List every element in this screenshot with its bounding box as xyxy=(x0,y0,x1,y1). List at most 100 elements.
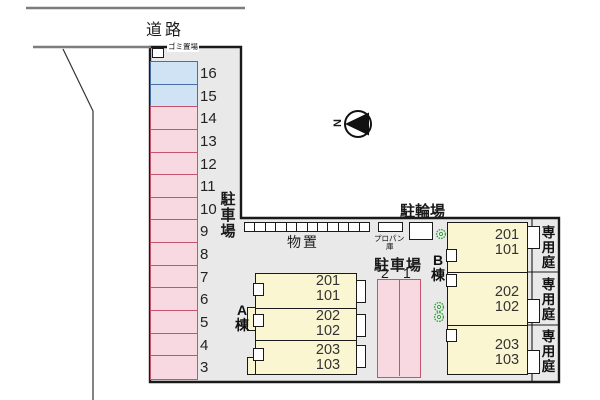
entrance-alcove xyxy=(253,283,264,296)
parking-space-number-12: 12 xyxy=(200,156,217,173)
parking-space-6 xyxy=(150,287,198,312)
porch-box xyxy=(356,345,366,368)
shrub-icon xyxy=(433,301,445,313)
room-number-upper: 201 xyxy=(494,227,520,243)
garbage-label: ゴミ置場 xyxy=(167,41,199,52)
left-parking-label: 駐車場 xyxy=(219,192,237,240)
porch-box xyxy=(527,226,540,249)
parking-space-number-4: 4 xyxy=(200,337,209,354)
parking-space-number-3: 3 xyxy=(200,359,209,376)
vertical-char: B xyxy=(432,252,444,268)
parking-space-13 xyxy=(150,129,198,154)
center-parking-label: 駐車場 xyxy=(374,257,423,274)
parking-space-number-10: 10 xyxy=(200,201,217,218)
private-garden-label: 専用庭 xyxy=(540,225,557,270)
parking-space-15 xyxy=(150,84,198,108)
vertical-char: 駐 xyxy=(220,191,236,208)
shed-cell xyxy=(358,222,371,232)
vertical-char: 用 xyxy=(541,344,556,360)
parking-space-7 xyxy=(150,265,198,289)
room-number-upper: 202 xyxy=(315,308,341,324)
center-parking-box xyxy=(377,279,421,378)
shrub-icon xyxy=(433,311,445,323)
room-number-upper: 202 xyxy=(494,284,520,300)
shrub-icon xyxy=(435,228,447,240)
vertical-char: A xyxy=(236,302,248,318)
vertical-char: 庭 xyxy=(541,359,556,375)
road-label: 道路 xyxy=(146,22,185,39)
parking-space-4 xyxy=(150,333,198,357)
parking-space-number-13: 13 xyxy=(200,133,217,150)
parking-space-number-5: 5 xyxy=(200,314,209,331)
room-number-lower: 103 xyxy=(494,352,520,368)
propane-box xyxy=(378,222,403,232)
entrance-alcove xyxy=(446,329,457,342)
bicycle-parking-label: 駐輪場 xyxy=(400,203,446,220)
vertical-char: 棟 xyxy=(235,316,249,333)
vertical-char: 棟 xyxy=(431,266,445,283)
unit-divider xyxy=(255,308,357,310)
unit-divider xyxy=(447,272,528,274)
north-label: N xyxy=(331,119,344,127)
center-parking-space-number-1: 1 xyxy=(403,265,411,281)
bicycle-parking-box xyxy=(409,222,433,240)
vertical-char: 庭 xyxy=(541,255,556,271)
parking-space-14 xyxy=(150,106,198,131)
parking-space-5 xyxy=(150,310,198,335)
shrub-icons xyxy=(433,228,447,323)
vertical-char: 用 xyxy=(541,240,556,256)
porch-box xyxy=(356,314,366,337)
parking-space-10 xyxy=(150,197,198,221)
vertical-char: 専 xyxy=(541,277,556,292)
vertical-char: 専 xyxy=(541,225,556,240)
room-number-lower: 102 xyxy=(494,299,520,315)
parking-space-number-8: 8 xyxy=(200,246,209,263)
parking-space-12 xyxy=(150,152,198,176)
shed-row xyxy=(244,222,371,232)
entrance-alcove xyxy=(446,274,457,287)
private-garden-label: 専用庭 xyxy=(540,277,557,322)
parking-space-number-11: 11 xyxy=(200,178,216,195)
room-number-upper: 203 xyxy=(494,337,520,353)
parking-space-11 xyxy=(150,174,198,199)
parking-space-number-14: 14 xyxy=(200,110,217,127)
room-number-upper: 203 xyxy=(315,342,341,358)
parking-space-number-16: 16 xyxy=(200,65,217,82)
propane-label-line2: 庫 xyxy=(386,242,394,251)
unit-divider xyxy=(447,325,528,327)
porch-box xyxy=(527,350,540,374)
room-number-lower: 103 xyxy=(315,357,341,373)
north-arrow-icon xyxy=(344,110,372,138)
center-parking-space-number-2: 2 xyxy=(381,265,389,281)
vertical-char: 用 xyxy=(541,292,556,308)
parking-space-8 xyxy=(150,242,198,267)
parking-space-9 xyxy=(150,219,198,244)
room-number-upper: 201 xyxy=(315,273,341,289)
vertical-char: 専 xyxy=(541,329,556,344)
entrance-alcove xyxy=(446,249,457,262)
porch-box xyxy=(356,280,366,303)
parking-space-number-15: 15 xyxy=(200,88,217,105)
vertical-char: 車 xyxy=(220,206,236,224)
garbage-box xyxy=(152,48,164,58)
vertical-char: 庭 xyxy=(541,307,556,323)
propane-label-line1: プロパン xyxy=(374,234,405,243)
unit-divider xyxy=(255,340,357,342)
private-garden-label: 専用庭 xyxy=(540,329,557,374)
neighbor-boundary xyxy=(62,48,94,400)
building-fill xyxy=(447,222,528,375)
vertical-char: 場 xyxy=(220,222,236,240)
entrance-alcove xyxy=(253,348,264,361)
room-number-lower: 102 xyxy=(315,323,341,339)
parking-space-3 xyxy=(150,355,198,380)
room-number-lower: 101 xyxy=(494,242,520,258)
center-parking-divider xyxy=(398,280,400,376)
parking-space-number-7: 7 xyxy=(200,269,209,286)
parking-space-number-6: 6 xyxy=(200,291,209,308)
parking-space-number-9: 9 xyxy=(200,223,209,240)
room-number-lower: 101 xyxy=(315,288,341,304)
entrance-alcove xyxy=(253,314,264,327)
